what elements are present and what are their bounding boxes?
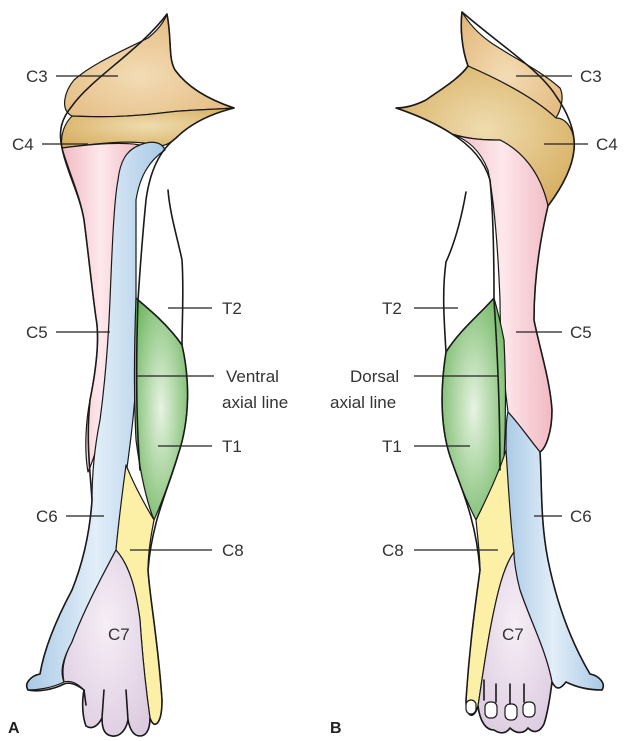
panel-a-label-t1: T1 (222, 437, 242, 456)
panel-b-letter: B (330, 720, 342, 737)
panel-a-letter: A (8, 720, 20, 737)
panel-b-label-t2: T2 (382, 299, 402, 318)
panel-b-label-axial-2: axial line (330, 393, 396, 412)
panel-b-label-t1: T1 (382, 437, 402, 456)
panel-a-label-c3: C3 (26, 67, 48, 86)
panel-b-label-axial-1: Dorsal (350, 367, 399, 386)
panel-b-label-c7: C7 (502, 625, 524, 644)
panel-a-label-axial-1: Ventral (226, 367, 279, 386)
panel-b-label-c4: C4 (596, 135, 618, 154)
panel-a-label-c6: C6 (36, 507, 58, 526)
panel-a-t1-region (135, 298, 188, 520)
panel-b-label-c3: C3 (580, 67, 602, 86)
panel-b-t2-line (444, 192, 466, 352)
panel-b-arm (396, 12, 603, 733)
panel-a-c3-region (65, 14, 234, 117)
panel-a-arm (27, 14, 234, 736)
panel-a-label-c8: C8 (222, 541, 244, 560)
panel-a-label-c5: C5 (26, 323, 48, 342)
panel-a-label-t2: T2 (222, 299, 242, 318)
panel-b-label-c8: C8 (382, 541, 404, 560)
panel-a-label-axial-2: axial line (222, 393, 288, 412)
panel-a-label-c4: C4 (12, 135, 34, 154)
panel-b-label-c6: C6 (570, 507, 592, 526)
panel-a-label-c7: C7 (108, 625, 130, 644)
panel-a-t2-line (168, 190, 183, 345)
panel-b-label-c5: C5 (570, 323, 592, 342)
